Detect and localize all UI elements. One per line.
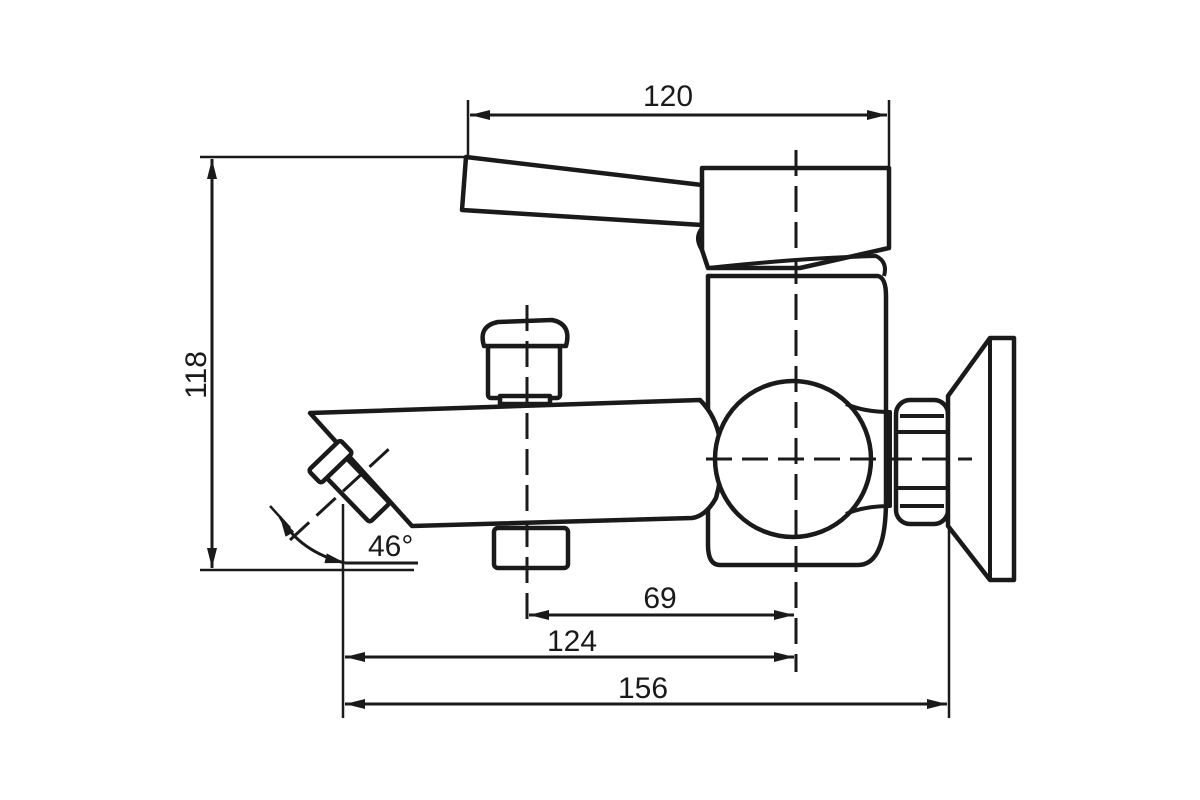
label-height-118: 118	[180, 351, 213, 399]
wall-flange	[945, 335, 1017, 583]
extension-lines	[200, 100, 951, 718]
dim-arc-46	[278, 516, 346, 565]
label-width-120: 120	[643, 80, 693, 113]
mixer-body	[307, 154, 1017, 583]
body-top-collar	[707, 254, 887, 277]
label-offset-69: 69	[643, 582, 676, 615]
hex-nut	[893, 397, 951, 527]
diverter-knob	[480, 317, 570, 407]
cap-side-bump	[696, 226, 704, 252]
shower-outlet	[491, 525, 571, 571]
label-overall-156: 156	[618, 672, 668, 705]
lever-handle	[459, 154, 705, 228]
aerator	[307, 438, 391, 524]
label-angle-46: 46°	[368, 530, 413, 563]
dimension-lines	[207, 110, 947, 709]
dimension-labels: 120 118 46° 69 124 156	[180, 80, 693, 705]
label-offset-124: 124	[547, 625, 597, 658]
cartridge-cap	[699, 165, 892, 271]
